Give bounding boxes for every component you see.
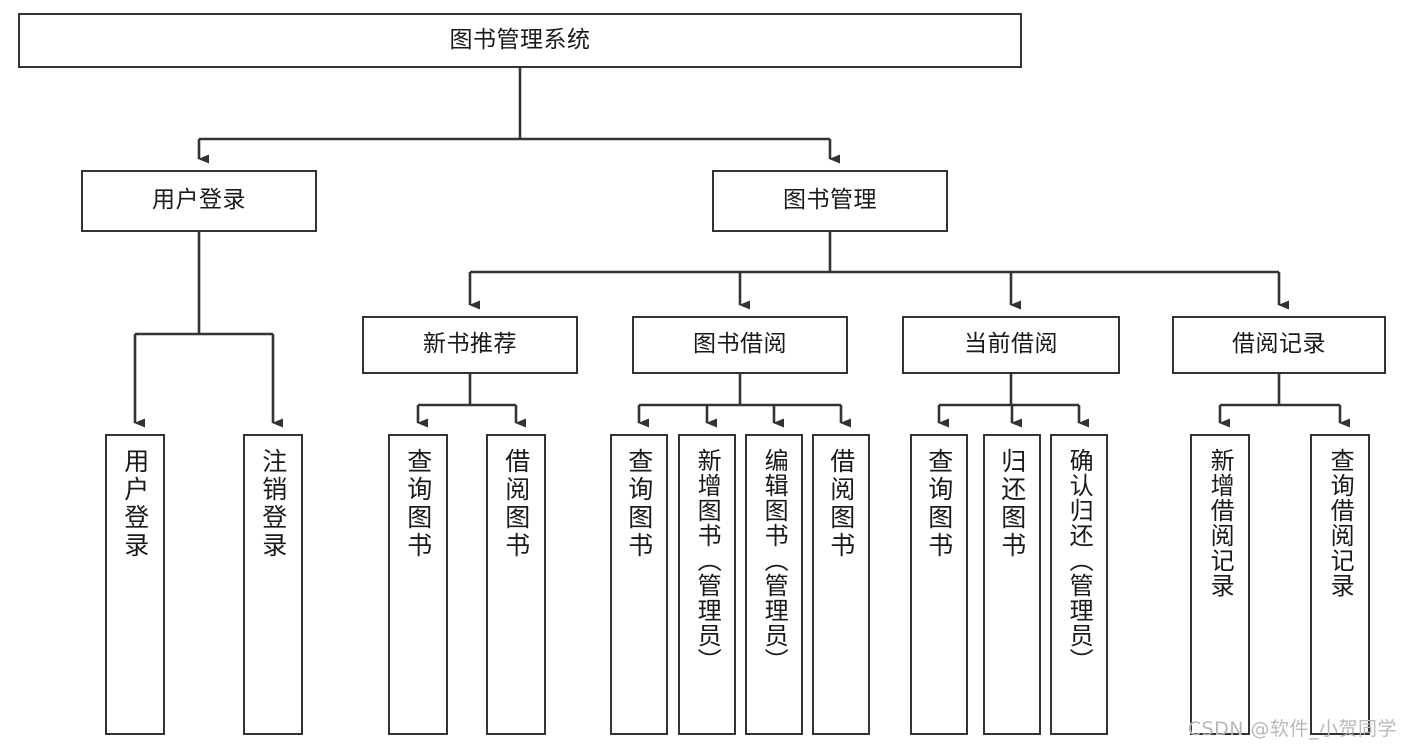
node-label-book_borrow: 图书借阅 bbox=[693, 331, 787, 358]
csdn-watermark: CSDN @软件_小贺同学 bbox=[1187, 718, 1397, 740]
node-label-leaf_add_book: 新增图书（管理员） bbox=[693, 448, 722, 673]
node-label-new_book_rec: 新书推荐 bbox=[423, 331, 517, 358]
node-leaf_user_logout[interactable]: 注销登录 bbox=[243, 434, 303, 735]
node-label-root: 图书管理系统 bbox=[449, 26, 591, 53]
node-label-leaf_user_logout: 注销登录 bbox=[258, 448, 288, 560]
node-new_book_rec[interactable]: 新书推荐 bbox=[362, 316, 578, 374]
node-leaf_query_book_1[interactable]: 查询图书 bbox=[388, 434, 448, 735]
node-leaf_add_record[interactable]: 新增借阅记录 bbox=[1190, 434, 1250, 735]
node-leaf_borrow_book_1[interactable]: 借阅图书 bbox=[486, 434, 546, 735]
node-current_borrow[interactable]: 当前借阅 bbox=[902, 316, 1120, 374]
node-leaf_add_book[interactable]: 新增图书（管理员） bbox=[678, 434, 736, 735]
node-leaf_borrow_book_2[interactable]: 借阅图书 bbox=[812, 434, 870, 735]
node-label-leaf_query_book_1: 查询图书 bbox=[403, 448, 433, 560]
node-label-leaf_query_book_2: 查询图书 bbox=[624, 448, 654, 560]
node-label-book_manage: 图书管理 bbox=[783, 187, 877, 214]
node-leaf_edit_book[interactable]: 编辑图书（管理员） bbox=[745, 434, 803, 735]
node-label-leaf_borrow_book_2: 借阅图书 bbox=[826, 448, 856, 560]
node-leaf_return_book[interactable]: 归还图书 bbox=[983, 434, 1041, 735]
node-leaf_user_login[interactable]: 用户登录 bbox=[105, 434, 165, 735]
node-leaf_query_book_3[interactable]: 查询图书 bbox=[910, 434, 968, 735]
node-label-leaf_query_book_3: 查询图书 bbox=[924, 448, 954, 560]
node-book_borrow[interactable]: 图书借阅 bbox=[632, 316, 848, 374]
node-borrow_record[interactable]: 借阅记录 bbox=[1172, 316, 1386, 374]
node-user_login[interactable]: 用户登录 bbox=[81, 170, 317, 232]
node-label-leaf_query_record: 查询借阅记录 bbox=[1326, 448, 1355, 598]
node-label-current_borrow: 当前借阅 bbox=[964, 331, 1058, 358]
node-label-borrow_record: 借阅记录 bbox=[1232, 331, 1326, 358]
node-root[interactable]: 图书管理系统 bbox=[18, 13, 1022, 68]
node-book_manage[interactable]: 图书管理 bbox=[712, 170, 948, 232]
node-label-user_login: 用户登录 bbox=[152, 187, 246, 214]
node-leaf_confirm_ret[interactable]: 确认归还（管理员） bbox=[1050, 434, 1108, 735]
node-label-leaf_borrow_book_1: 借阅图书 bbox=[501, 448, 531, 560]
node-leaf_query_book_2[interactable]: 查询图书 bbox=[610, 434, 668, 735]
node-leaf_query_record[interactable]: 查询借阅记录 bbox=[1310, 434, 1370, 735]
node-label-leaf_confirm_ret: 确认归还（管理员） bbox=[1065, 448, 1094, 673]
node-label-leaf_edit_book: 编辑图书（管理员） bbox=[760, 448, 789, 673]
node-label-leaf_return_book: 归还图书 bbox=[997, 448, 1027, 560]
node-label-leaf_user_login: 用户登录 bbox=[120, 448, 150, 560]
node-label-leaf_add_record: 新增借阅记录 bbox=[1206, 448, 1235, 598]
